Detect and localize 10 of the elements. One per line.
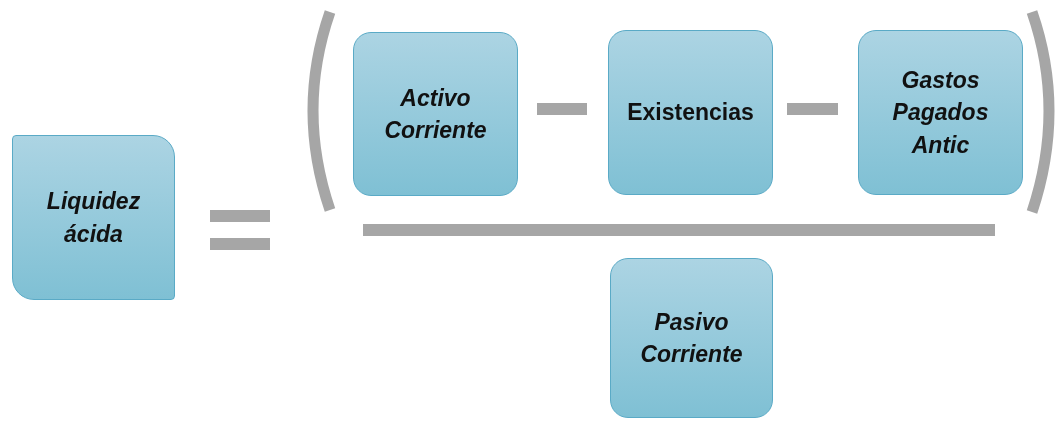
term-label: Pasivo Corriente — [639, 307, 744, 369]
term-label: Liquidez ácida — [45, 187, 142, 249]
formula-term-box — [858, 30, 1023, 195]
formula-term-box — [610, 258, 773, 418]
term-label: Activo Corriente — [383, 83, 488, 145]
formula-term-box — [608, 30, 773, 195]
formula-term-box — [353, 32, 518, 196]
term-label: Existencias — [626, 98, 755, 128]
term-label: Gastos Pagados Antic — [891, 66, 990, 160]
formula-term-box — [12, 135, 175, 300]
